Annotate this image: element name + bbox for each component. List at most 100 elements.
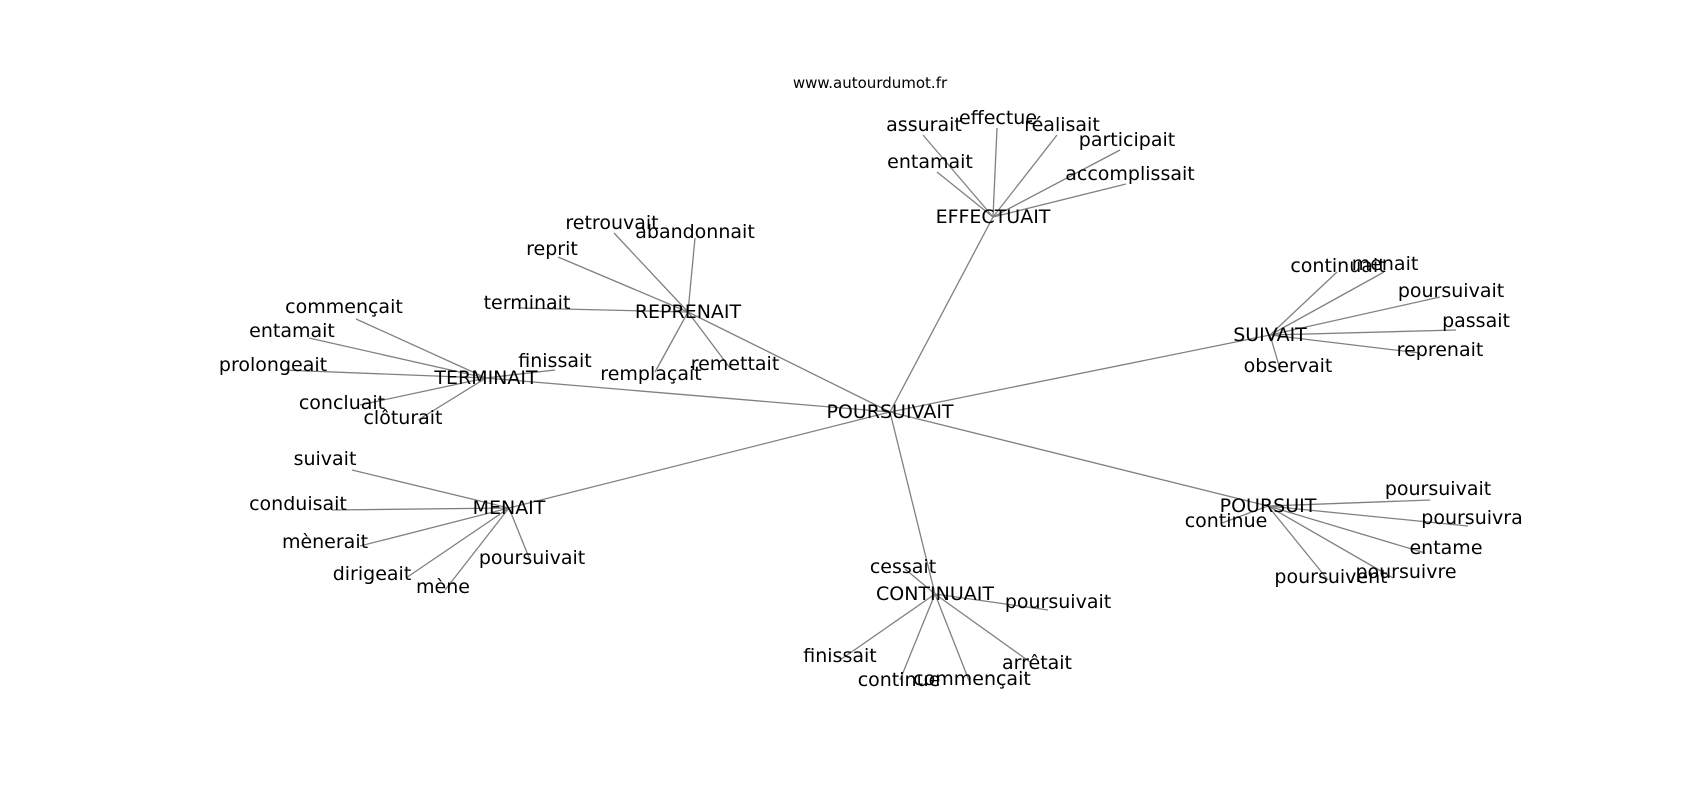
leaf-word-suivait-2[interactable]: poursuivait [1398,280,1504,302]
edge-menait-leaf-2 [359,507,510,547]
edge-continuait-leaf-5 [934,593,1031,663]
leaf-word-continuait-1[interactable]: poursuivait [1005,591,1111,613]
edge-reprenait-leaf-1 [687,237,696,313]
edge-continuait-leaf-2 [839,593,936,661]
edge-poursuit-leaf-1 [1267,499,1431,507]
edge-poursuit-leaf-4 [1267,505,1394,579]
leaf-word-terminait-5[interactable]: clôturait [363,407,442,429]
leaf-word-reprenait-0[interactable]: retrouvait [565,212,658,234]
edge-terminait-leaf-4 [359,377,487,406]
edge-poursuit-leaf-0 [1221,505,1269,524]
leaf-word-suivait-5[interactable]: observait [1244,355,1333,377]
edge-poursuit-leaf-2 [1267,505,1469,527]
edge-poursuit-leaf-3 [1267,505,1426,554]
leaf-word-suivait-1[interactable]: menait [1352,253,1419,275]
edge-effectuait-leaf-5 [992,183,1127,218]
leaf-word-menait-4[interactable]: mène [416,576,470,598]
edges-layer [281,127,1469,684]
edge-menait-leaf-0 [351,469,510,509]
edge-suivait-leaf-2 [1269,296,1441,336]
leaf-word-terminait-3[interactable]: finissait [518,350,591,372]
edge-center-terminait [485,377,891,413]
edge-suivait-leaf-5 [1269,334,1281,370]
leaf-word-terminait-4[interactable]: concluait [299,392,385,414]
edge-center-suivait [889,334,1271,413]
edge-reprenait-leaf-4 [654,311,689,373]
leaf-word-poursuit-5[interactable]: poursuivent [1274,566,1387,588]
edge-effectuait-leaf-3 [992,149,1121,218]
leaf-word-menait-3[interactable]: dirigeait [333,563,412,585]
edge-terminait-leaf-1 [308,337,487,379]
leaf-word-reprenait-3[interactable]: terminait [484,292,571,314]
hub-word-menait[interactable]: MENAIT [473,497,546,519]
leaf-word-terminait-1[interactable]: entamait [249,320,335,342]
edge-suivait-leaf-1 [1269,271,1385,336]
edge-menait-leaf-1 [331,507,510,511]
leaf-word-suivait-0[interactable]: continuait [1290,255,1385,277]
leaf-word-menait-2[interactable]: mènerait [282,531,368,553]
leaf-word-reprenait-5[interactable]: remettait [691,353,780,375]
edge-effectuait-leaf-0 [922,134,994,218]
leaf-word-terminait-0[interactable]: commençait [285,296,403,318]
edge-suivait-leaf-3 [1269,329,1457,336]
leaf-word-reprenait-2[interactable]: reprit [526,238,578,260]
edge-reprenait-leaf-3 [519,307,689,313]
edge-reprenait-leaf-0 [613,232,689,313]
edge-reprenait-leaf-5 [687,311,731,369]
edge-menait-leaf-5 [508,507,531,561]
leaf-word-continuait-2[interactable]: finissait [803,645,876,667]
leaf-word-suivait-4[interactable]: reprenait [1397,339,1484,361]
hub-word-effectuait[interactable]: EFFECTUAIT [936,206,1051,228]
edge-continuait-leaf-4 [934,593,971,684]
leaf-word-effectuait-4[interactable]: entamait [887,151,973,173]
leaf-word-effectuait-1[interactable]: effectue [959,107,1037,129]
hub-word-terminait[interactable]: TERMINAIT [433,367,538,389]
edge-effectuait-leaf-1 [992,127,998,218]
hub-word-continuait[interactable]: CONTINUAIT [876,583,994,605]
leaf-word-reprenait-4[interactable]: remplaçait [600,363,701,385]
edge-menait-leaf-3 [405,507,510,579]
leaf-word-poursuit-2[interactable]: poursuivra [1421,507,1522,529]
leaf-word-continuait-4[interactable]: commençait [913,668,1031,690]
leaf-word-poursuit-1[interactable]: poursuivait [1385,478,1491,500]
edge-terminait-leaf-5 [417,377,487,421]
leaf-word-reprenait-1[interactable]: abandonnait [635,221,755,243]
center-word[interactable]: POURSUIVAIT [826,401,953,423]
leaf-word-continuait-0[interactable]: cessait [870,556,936,578]
leaf-word-menait-1[interactable]: conduisait [249,493,347,515]
edge-center-continuait [889,411,936,595]
edge-terminait-leaf-3 [485,369,556,379]
hub-word-poursuit[interactable]: POURSUIT [1220,495,1317,517]
edge-center-effectuait [889,216,994,413]
edge-effectuait-leaf-4 [936,171,994,218]
edge-continuait-leaf-1 [934,593,1049,611]
leaf-word-suivait-3[interactable]: passait [1442,310,1510,332]
leaf-word-effectuait-3[interactable]: participait [1079,129,1175,151]
edge-center-menait [508,411,891,509]
leaf-word-effectuait-0[interactable]: assurait [886,114,962,136]
hub-word-suivait[interactable]: SUIVAIT [1233,324,1307,346]
edge-center-poursuit [889,411,1269,507]
leaf-word-continuait-5[interactable]: arrêtait [1002,652,1072,674]
edge-suivait-leaf-0 [1269,271,1338,336]
hub-word-reprenait[interactable]: REPRENAIT [635,301,742,323]
edge-terminait-leaf-0 [355,318,487,379]
edge-center-reprenait [687,311,891,413]
leaf-word-effectuait-5[interactable]: accomplissait [1065,163,1194,185]
leaf-word-poursuit-3[interactable]: entame [1409,537,1482,559]
leaf-word-terminait-2[interactable]: prolongeait [219,354,327,376]
leaf-word-continuait-3[interactable]: continue [858,669,941,691]
leaf-word-menait-0[interactable]: suivait [294,448,357,470]
edge-poursuit-leaf-5 [1267,505,1329,581]
leaf-word-poursuit-4[interactable]: poursuivre [1355,561,1456,583]
site-label: www.autourdumot.fr [793,74,948,92]
leaf-word-effectuait-2[interactable]: réalisait [1024,114,1100,136]
edge-suivait-leaf-4 [1269,334,1421,354]
leaf-word-poursuit-0[interactable]: continue [1185,510,1268,532]
edge-continuait-leaf-0 [904,568,936,595]
leaf-word-menait-5[interactable]: poursuivait [479,547,585,569]
edge-terminait-leaf-2 [281,369,487,379]
